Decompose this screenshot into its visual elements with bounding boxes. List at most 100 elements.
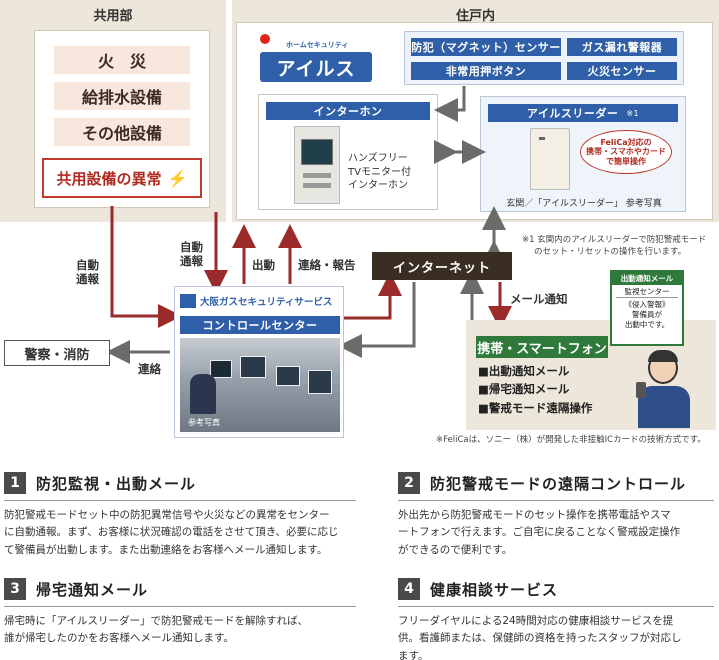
phone-item: ■帰宅通知メール bbox=[478, 382, 570, 397]
common-anomaly-box: 共用設備の異常 ⚡ bbox=[42, 158, 202, 198]
label-dispatch: 出動 bbox=[252, 258, 275, 272]
section-number: 4 bbox=[398, 578, 420, 600]
section-body-line: フリーダイヤルによる24時間対応の健康相談サービスを提 bbox=[398, 615, 674, 627]
arrow-internet-to-center bbox=[338, 282, 416, 358]
intercom-desc-line: インターホン bbox=[348, 180, 408, 191]
label-line: 自動 bbox=[76, 258, 99, 272]
section-body-line: て警備員が出動します。また出動連絡をお客様へメール通知します。 bbox=[4, 543, 328, 556]
arrow-common-to-center bbox=[110, 206, 182, 328]
police-fire-box: 警察・消防 bbox=[4, 340, 110, 366]
reader-device-image bbox=[530, 128, 570, 190]
residence-title: 住戸内 bbox=[455, 9, 495, 24]
sensor-gas: ガス漏れ警報器 bbox=[567, 38, 677, 56]
logo-tagline: ホームセキュリティ bbox=[286, 41, 349, 49]
arrow-sensors-to-intercom bbox=[434, 86, 466, 122]
person-illustration bbox=[636, 350, 696, 428]
section-body: 帰宅時に「アイルスリーダー」で防犯警戒モードを解除すれば、 誰が帰宅したのかをお… bbox=[4, 613, 356, 648]
section-body-line: ます。 bbox=[398, 649, 429, 660]
section-body-line: 帰宅時に「アイルスリーダー」で防犯警戒モードを解除すれば、 bbox=[4, 615, 308, 627]
label-line: 通報 bbox=[76, 272, 99, 287]
label-line: 自動 bbox=[180, 240, 203, 254]
mail-line: 警備員が bbox=[632, 310, 662, 320]
section-title: 健康相談サービス bbox=[430, 580, 559, 599]
facility-water: 給排水設備 bbox=[54, 82, 190, 110]
center-photo: 参考写真 bbox=[180, 338, 340, 432]
phone-item: ■出動通知メール bbox=[478, 364, 570, 378]
section-body-line: ートフォンで行えます。ご自宅に戻ることなく警戒設定操作 bbox=[398, 526, 681, 539]
label-contact-report: 連絡・報告 bbox=[298, 258, 356, 272]
section-2: 2 防犯警戒モードの遠隔コントロール 外出先から防犯警戒モードのセット操作を携帯… bbox=[398, 472, 714, 559]
section-body-line: 供。看護師または、保健師の資格を持ったスタッフが対応し bbox=[398, 632, 682, 645]
intercom-device-image bbox=[294, 126, 340, 204]
facility-other: その他設備 bbox=[54, 118, 190, 146]
reader-bubble-line: 携帯・スマホやカード bbox=[586, 147, 666, 157]
note-reader: ※1 玄関内のアイルスリーダーで防犯警戒モード のセット・リセットの操作を行いま… bbox=[522, 234, 718, 259]
reader-footnote-mark: ※1 bbox=[626, 108, 640, 118]
section-divider bbox=[398, 606, 714, 607]
section-number: 3 bbox=[4, 578, 26, 600]
section-title: 防犯警戒モードの遠隔コントロール bbox=[430, 474, 687, 493]
reader-title: アイルスリーダー ※1 bbox=[488, 104, 678, 122]
section-body-line: 外出先から防犯警戒モードのセット操作を携帯電話やスマ bbox=[398, 509, 671, 521]
reader-bubble: FeliCa対応の 携帯・スマホやカード で簡単操作 bbox=[580, 130, 672, 174]
phone-item: ■警戒モード遠隔操作 bbox=[478, 400, 593, 415]
sensor-emergency: 非常用押ボタン bbox=[411, 62, 561, 80]
phone-items: ■出動通知メール ■帰宅通知メール ■警戒モード遠隔操作 bbox=[478, 362, 592, 417]
section-body-line: 誰が帰宅したのかをお客様へメール通知します。 bbox=[4, 632, 234, 645]
section-body: 外出先から防犯警戒モードのセット操作を携帯電話やスマ ートフォンで行えます。ご自… bbox=[398, 507, 714, 559]
section-divider bbox=[4, 500, 356, 501]
section-body-line: に自動通報。まず、お客様に状況確認の電話をさせて頂き、必要に応じ bbox=[4, 526, 339, 539]
common-area-title: 共用部 bbox=[93, 9, 133, 24]
section-1: 1 防犯監視・出動メール 防犯警戒モードセット中の防犯異常信号や火災などの異常を… bbox=[4, 472, 356, 559]
operator-figure bbox=[190, 374, 216, 414]
mail-line: 《侵入警報》 bbox=[624, 300, 670, 310]
section-3: 3 帰宅通知メール 帰宅時に「アイルスリーダー」で防犯警戒モードを解除すれば、 … bbox=[4, 578, 356, 648]
section-body: 防犯警戒モードセット中の防犯異常信号や火災などの異常をセンター に自動通報。まず… bbox=[4, 507, 356, 559]
section-title: 防犯監視・出動メール bbox=[36, 474, 197, 493]
mail-header: 出動通知メール bbox=[612, 272, 682, 285]
reader-bubble-line: で簡単操作 bbox=[606, 156, 646, 166]
label-contact: 連絡 bbox=[138, 362, 161, 376]
section-title: 帰宅通知メール bbox=[36, 580, 149, 599]
mail-line: 出動中です。 bbox=[624, 320, 670, 330]
section-body-line: 防犯警戒モードセット中の防犯異常信号や火災などの異常をセンター bbox=[4, 509, 330, 521]
facility-fire: 火 災 bbox=[54, 46, 190, 74]
section-4: 4 健康相談サービス フリーダイヤルによる24時間対応の健康相談サービスを提 供… bbox=[398, 578, 714, 660]
common-anomaly-label: 共用設備の異常 bbox=[56, 169, 162, 188]
section-divider bbox=[398, 500, 714, 501]
sensor-crime: 防犯（マグネット）センサー bbox=[411, 38, 561, 56]
sensor-fire: 火災センサー bbox=[567, 62, 677, 80]
reader-bubble-line: FeliCa対応の bbox=[600, 137, 652, 147]
logo-name: アイルス bbox=[260, 52, 372, 82]
flow-arrows bbox=[106, 86, 512, 364]
intercom-desc: ハンズフリー TVモニター付 インターホン bbox=[348, 152, 411, 193]
center-photo-caption: 参考写真 bbox=[188, 418, 220, 427]
section-body-line: ができるので便利です。 bbox=[398, 543, 513, 556]
section-number: 2 bbox=[398, 472, 420, 494]
intercom-title: インターホン bbox=[266, 102, 430, 120]
logo-mark-icon bbox=[260, 34, 270, 44]
osaka-gas-logo-icon bbox=[180, 294, 196, 308]
section-body: フリーダイヤルによる24時間対応の健康相談サービスを提 供。看護師または、保健師… bbox=[398, 613, 714, 660]
center-header: 大阪ガスセキュリティサービス bbox=[180, 292, 340, 310]
note-reader-line: のセット・リセットの操作を行います。 bbox=[534, 247, 687, 258]
reader-caption: 玄関／「アイルスリーダー」 参考写真 bbox=[506, 199, 662, 209]
mail-screen: 出動通知メール 監視センター 《侵入警報》 警備員が 出動中です。 bbox=[610, 270, 684, 346]
intercom-desc-line: ハンズフリー bbox=[348, 153, 408, 164]
label-auto-report-center: 自動 通報 bbox=[180, 240, 203, 269]
phone-title: 携帯・スマートフォン bbox=[476, 336, 608, 358]
reader-title-text: アイルスリーダー bbox=[526, 107, 619, 120]
section-divider bbox=[4, 606, 356, 607]
diagram: 共用部 火 災 給排水設備 その他設備 共用設備の異常 ⚡ 住戸内 ホームセキュ… bbox=[0, 0, 719, 445]
lightning-icon: ⚡ bbox=[167, 168, 188, 188]
phone-icon bbox=[636, 382, 646, 398]
mail-line: 監視センター bbox=[616, 287, 678, 299]
arrow-center-to-internet bbox=[340, 272, 402, 320]
note-felica: ※FeliCaは、ソニー（株）が開発した非接触ICカードの技術方式です。 bbox=[436, 435, 706, 445]
center-company: 大阪ガスセキュリティサービス bbox=[200, 297, 333, 308]
center-title: コントロールセンター bbox=[180, 316, 340, 334]
label-line: 通報 bbox=[180, 254, 203, 269]
section-number: 1 bbox=[4, 472, 26, 494]
internet-box: インターネット bbox=[372, 252, 512, 280]
ailus-logo: ホームセキュリティ アイルス bbox=[256, 30, 376, 86]
